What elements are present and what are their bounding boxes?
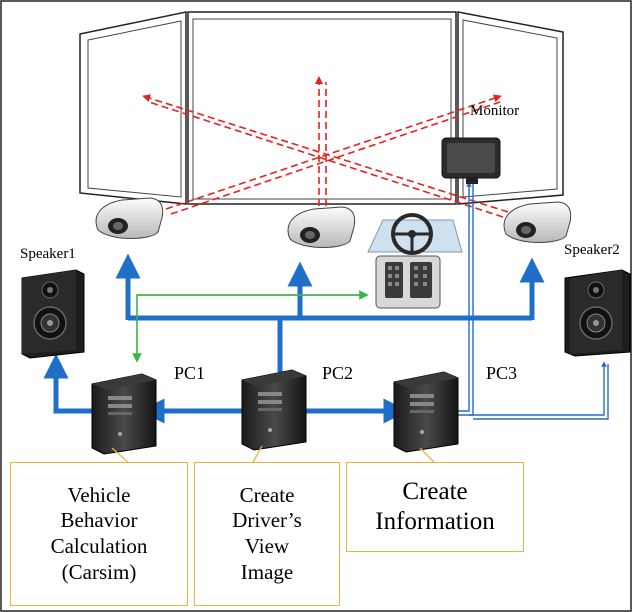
speaker-right [564, 269, 631, 357]
speaker-left [21, 269, 85, 359]
pc2-tower [241, 369, 307, 451]
pc1-description-box: Vehicle Behavior Calculation (Carsim) [10, 462, 188, 606]
pc2-label: PC2 [322, 363, 354, 383]
pc2-box-line: View [244, 534, 290, 558]
pc2-box-line: Driver’s [232, 508, 302, 533]
pc1-box-line: Vehicle [67, 482, 131, 507]
projector-left [95, 197, 164, 239]
pc3-box-line: Create [402, 477, 468, 505]
screen-center [187, 11, 457, 205]
pc1-box-line: Behavior [60, 508, 138, 533]
steering-wheel-cockpit [367, 213, 463, 309]
pc1-box-line: Calculation [50, 534, 148, 558]
speaker2-label: Speaker2 [564, 242, 620, 258]
monitor-device [441, 137, 501, 184]
pc2-description-box: Create Driver’s View Image [194, 462, 340, 606]
pc2-box-line: Create [239, 482, 295, 507]
projection-lines [142, 76, 509, 218]
monitor-label: Monitor [470, 103, 520, 119]
projector-right [503, 201, 572, 243]
projector-center [287, 206, 356, 248]
pc1-box-line: (Carsim) [61, 559, 137, 584]
screen-left [79, 11, 187, 205]
box-leader-lines [111, 445, 437, 465]
pc3-label: PC3 [486, 363, 518, 383]
pc1-label: PC1 [174, 363, 206, 383]
speaker1-label: Speaker1 [20, 246, 76, 262]
signal-arrows [43, 253, 545, 424]
pc1-tower [91, 373, 157, 455]
steering-signal-arrows [132, 290, 369, 363]
pc2-box-line: Image [240, 559, 294, 584]
pc3-box-line: Information [375, 508, 495, 535]
pc3-tower [393, 371, 459, 453]
pc3-description-box: Create Information [346, 462, 524, 552]
